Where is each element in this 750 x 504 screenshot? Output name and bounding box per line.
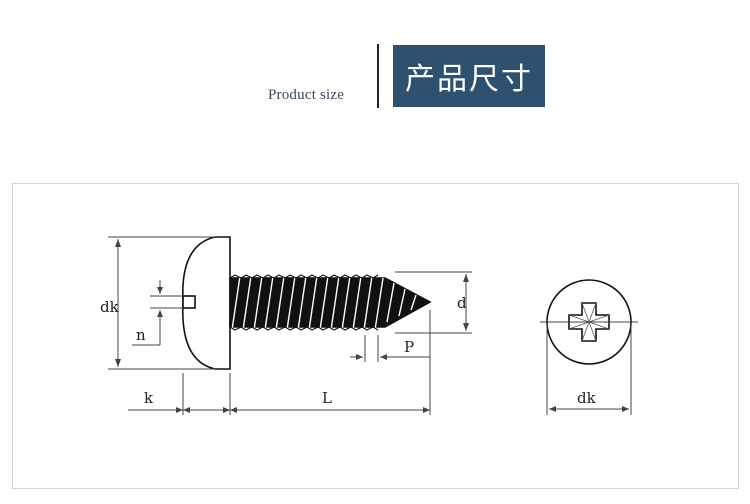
head-arrowheads bbox=[549, 406, 629, 412]
title-divider bbox=[377, 44, 379, 108]
label-n: n bbox=[136, 326, 146, 344]
thread-crests bbox=[229, 274, 379, 331]
product-size-title: Product size bbox=[268, 87, 345, 103]
label-p: P bbox=[404, 338, 414, 356]
screw-threads bbox=[231, 275, 417, 331]
label-dk-side: dk bbox=[100, 298, 120, 316]
label-k: k bbox=[144, 389, 154, 407]
screw-side-view bbox=[181, 236, 432, 370]
dimension-lines bbox=[108, 236, 472, 415]
head-slot bbox=[182, 295, 196, 309]
label-d: d bbox=[457, 294, 467, 312]
screw-shank bbox=[229, 277, 432, 328]
header: Product size 产品尺寸 bbox=[0, 0, 750, 130]
arrowheads bbox=[115, 239, 469, 413]
chinese-title: 产品尺寸 bbox=[405, 62, 533, 97]
label-dk-head: dk bbox=[577, 389, 597, 407]
label-l: L bbox=[322, 389, 332, 407]
head-dimension-lines bbox=[540, 321, 638, 415]
chinese-title-box: 产品尺寸 bbox=[393, 45, 545, 107]
